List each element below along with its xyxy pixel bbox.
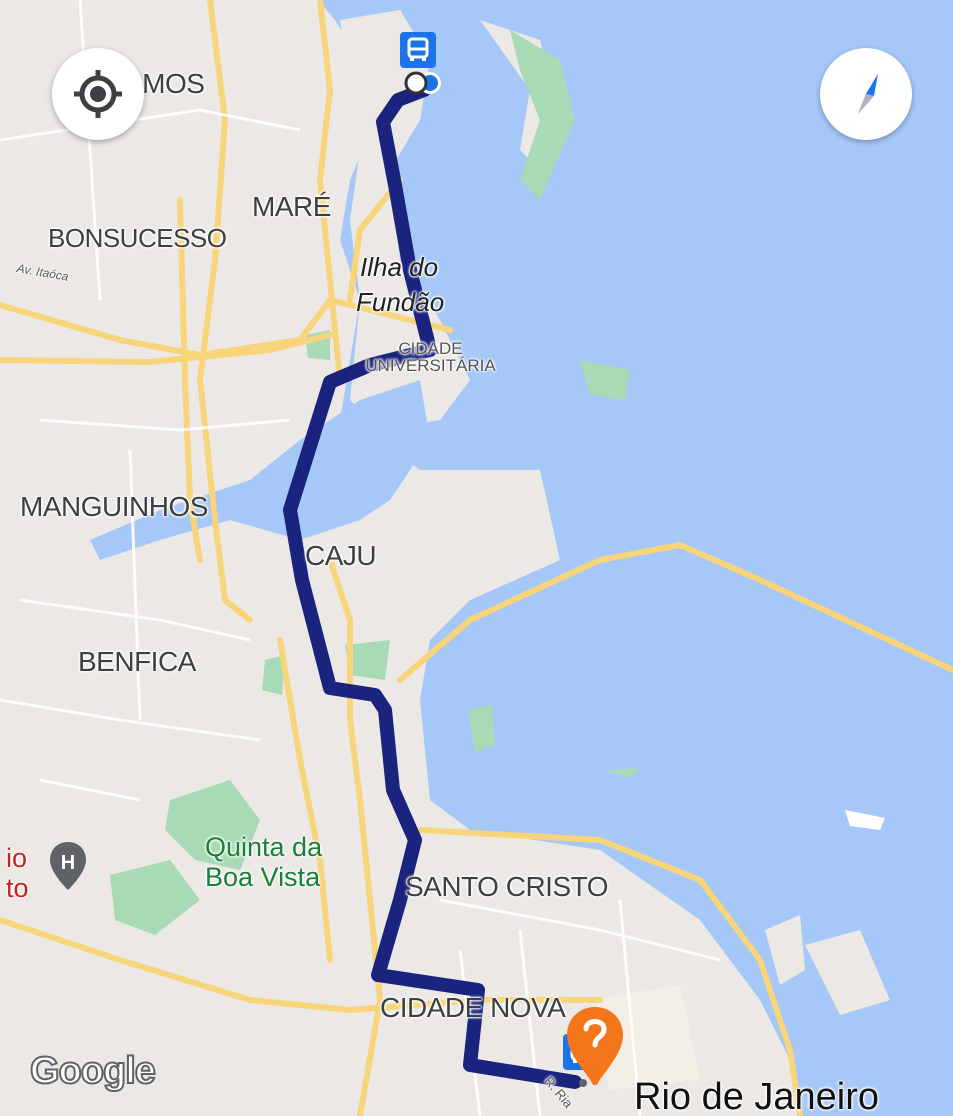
transit-route-line xyxy=(283,83,582,1089)
label-caju: CAJU xyxy=(305,540,377,571)
label-poi-line1: io xyxy=(6,843,28,873)
my-location-icon xyxy=(74,70,122,118)
compass-icon xyxy=(858,74,878,114)
label-mare: MARÉ xyxy=(252,191,331,222)
label-park-line2: Boa Vista xyxy=(205,862,321,892)
svg-text:H: H xyxy=(61,852,75,874)
google-logo: Google xyxy=(29,1049,157,1093)
label-poi-partial: io to xyxy=(6,843,29,903)
label-poi-line2: to xyxy=(6,873,29,903)
label-ilha-do: Ilha do xyxy=(360,252,439,282)
label-cidade-universitaria: CIDADE UNIVERSITÁRIA xyxy=(358,340,503,374)
label-bonsucesso: BONSUCESSO xyxy=(48,223,227,253)
destination-pin-icon[interactable] xyxy=(564,1005,626,1087)
label-benfica: BENFICA xyxy=(78,646,196,677)
compass-button[interactable] xyxy=(820,48,912,140)
label-rio-de-janeiro: Rio de Janeiro xyxy=(634,1076,880,1116)
bay-water xyxy=(318,0,953,1116)
hospital-pin-icon[interactable]: H xyxy=(48,840,88,892)
bus-stop-icon[interactable] xyxy=(400,32,436,68)
label-park-line1: Quinta da xyxy=(205,832,323,862)
label-santo-cristo: SANTO CRISTO xyxy=(405,871,609,902)
label-cidade-universitaria-line1: CIDADE xyxy=(398,339,463,358)
label-fundao: Fundão xyxy=(356,287,445,317)
label-cidade-universitaria-line2: UNIVERSITÁRIA xyxy=(365,356,496,375)
label-cidade-nova: CIDADE NOVA xyxy=(380,992,566,1023)
label-quinta-da-boa-vista: Quinta da Boa Vista xyxy=(205,832,322,892)
my-location-button[interactable] xyxy=(52,48,144,140)
label-manguinhos: MANGUINHOS xyxy=(20,491,208,522)
